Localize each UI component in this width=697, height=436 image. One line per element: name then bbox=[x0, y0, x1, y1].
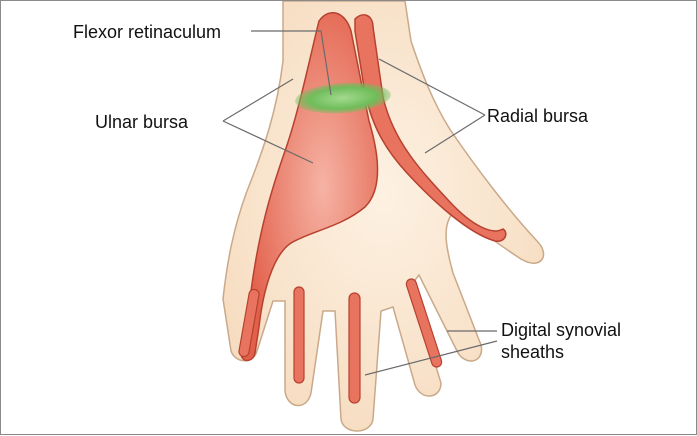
ulnar-bursa-label: Ulnar bursa bbox=[95, 111, 188, 133]
digital-sheath-ring bbox=[294, 287, 304, 383]
flexor-retinaculum-label: Flexor retinaculum bbox=[73, 21, 221, 43]
digital-synovial-sheaths-label: Digital synovial sheaths bbox=[501, 319, 621, 363]
radial-bursa-label: Radial bursa bbox=[487, 105, 588, 127]
digital-sheath-middle bbox=[349, 293, 360, 403]
